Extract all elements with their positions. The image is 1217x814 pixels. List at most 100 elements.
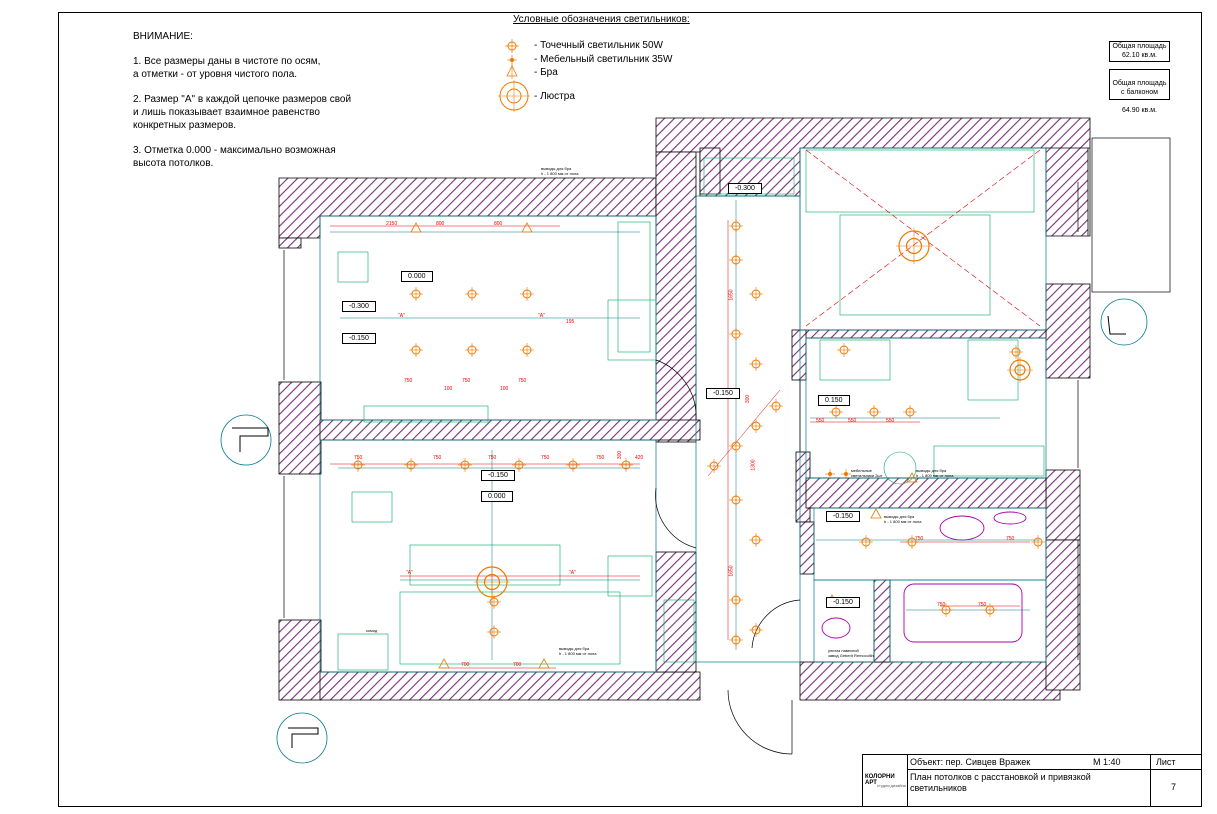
dim-bedroom-2: 700 [513, 662, 522, 668]
note-toilet: унитаз навесной завод Geberit Remocollin [828, 648, 874, 658]
wall-bath-left [799, 521, 815, 575]
wall-bedroom-right [655, 551, 697, 673]
walls [278, 117, 1091, 701]
total-area-value: 62.10 кв.м. [1122, 52, 1157, 59]
wall-top-left [278, 177, 657, 239]
dim-living-a2: "A" [538, 313, 545, 319]
dim-kitchen2-2: 550 [848, 418, 857, 424]
dim-kitchen2-3: 550 [886, 418, 895, 424]
level-tag-bath: -0.150 [826, 511, 860, 522]
wall-kitchen-bedroom [319, 419, 701, 441]
note-furniture-lights: мебельные светильники 2шт [851, 468, 883, 478]
dim-bedroom-a1: "A" [406, 570, 413, 576]
title-divider-sheet [1150, 769, 1201, 770]
wall-left-mid [278, 381, 322, 475]
wall-kitchen-left [791, 329, 807, 381]
spot-light-icon [829, 405, 843, 419]
company-logo: КОЛОРНИ АРТ студия дизайна [863, 755, 908, 806]
sconce-icon [410, 222, 422, 233]
dim-living-a1: "A" [398, 313, 405, 319]
wall-bottom-right [799, 661, 1061, 701]
dim-kitchen-1: 2150 [386, 221, 398, 227]
spot-light-icon [867, 405, 881, 419]
sconce-icon [438, 658, 450, 669]
sconce-icon [538, 658, 550, 669]
spot-light-icon [983, 603, 997, 617]
spot-light-icon [749, 623, 763, 637]
dim-bath-2: 750 [1006, 536, 1015, 542]
dim-hall-3: 1650 [728, 565, 735, 577]
total-area-balcony-box: Общая площадь с балконом 64.90 кв.м. [1109, 69, 1170, 114]
title-divider-v [1150, 755, 1151, 806]
spot-light-icon [729, 327, 743, 341]
total-area-box: Общая площадь 62.10 кв.м. [1109, 41, 1170, 62]
drawing-frame [58, 12, 1202, 807]
legend-spot-icon [505, 39, 519, 53]
door-bedroom-arc [655, 487, 697, 549]
note-dresser: комод [366, 628, 378, 633]
notes-title: ВНИМАНИЕ: [133, 31, 193, 42]
wall-bottom-left [319, 671, 701, 701]
total-area-balcony-value: 64.90 кв.м. [1122, 107, 1157, 114]
wall-right-mid [1045, 283, 1091, 379]
level-tag-kitchen-b: -0.150 [342, 333, 376, 344]
furniture-light-icon [841, 469, 851, 479]
legend-sconce-icon [506, 64, 518, 79]
level-tag-kitchen2: 0.150 [818, 395, 850, 406]
spot-light-icon [769, 399, 783, 413]
bathtub-icon [903, 583, 1023, 643]
spot-light-icon [729, 439, 743, 453]
dim-hall-1: 1650 [728, 289, 735, 301]
spot-light-icon [729, 493, 743, 507]
spot-light-icon [351, 458, 365, 472]
spot-light-icon [749, 533, 763, 547]
spot-light-icon [905, 535, 919, 549]
spot-light-icon [729, 219, 743, 233]
spot-light-icon [903, 405, 917, 419]
legend-furniture-light-icon [507, 55, 517, 65]
spot-light-icon [749, 287, 763, 301]
level-tag-hall-mid: -0.150 [706, 388, 740, 399]
sconce-icon [521, 222, 533, 233]
dimension-lines [330, 220, 1030, 669]
logo-subtitle: студия дизайна [877, 783, 906, 788]
level-tag-hall: -0.300 [728, 183, 762, 194]
door-wc-arc [751, 599, 801, 649]
title-divider-h [907, 769, 1150, 770]
level-tag-corridor: -0.150 [481, 470, 515, 481]
spot-light-icon [566, 458, 580, 472]
dim-bath-3: 750 [937, 602, 946, 608]
dim-corridor-1: 750 [354, 455, 363, 461]
legend-chandelier-icon [498, 80, 530, 112]
washbasin-small-icon [993, 511, 1027, 525]
spot-light-icon [404, 458, 418, 472]
spot-light-icon [409, 287, 423, 301]
logo-text: КОЛОРНИ АРТ [865, 774, 895, 786]
sconce-icon [906, 472, 918, 483]
drawing-scale: М 1:40 [1093, 757, 1121, 767]
wall-living-kitchen [799, 329, 1047, 339]
level-tag-kitchen-center: 0.000 [401, 271, 433, 282]
sheet-number: 7 [1171, 782, 1177, 792]
legend-furniture-label: - Мебельный светильник 35W [534, 54, 673, 65]
note-sconce-kitchen: выводы для бра h - 1 800 мм от пола [541, 166, 579, 176]
spot-light-icon [729, 253, 743, 267]
wall-left-top [278, 237, 302, 249]
note-item-3: 3. Отметка 0.000 - максимально возможная… [133, 145, 336, 169]
wall-mid-column [655, 151, 697, 443]
spot-light-icon [458, 458, 472, 472]
spot-light-icon [512, 458, 526, 472]
note-item-1: 1. Все размеры даны в чистоте по осям, а… [133, 56, 321, 80]
spot-light-icon [837, 343, 851, 357]
level-tag-bedroom: 0.000 [481, 491, 513, 502]
door-entry-arc [727, 689, 793, 755]
spot-light-icon [465, 287, 479, 301]
spot-light-icon [520, 343, 534, 357]
legend-spot-label: - Точечный светильник 50W [534, 40, 663, 51]
window-detail-marks [232, 315, 1126, 748]
furniture-light-icon [825, 469, 835, 479]
wall-top-right [655, 117, 1091, 237]
dim-bath-1: 750 [915, 536, 924, 542]
dim-bath-4: 750 [978, 602, 987, 608]
dim-hall-2: 1300 [750, 459, 757, 471]
